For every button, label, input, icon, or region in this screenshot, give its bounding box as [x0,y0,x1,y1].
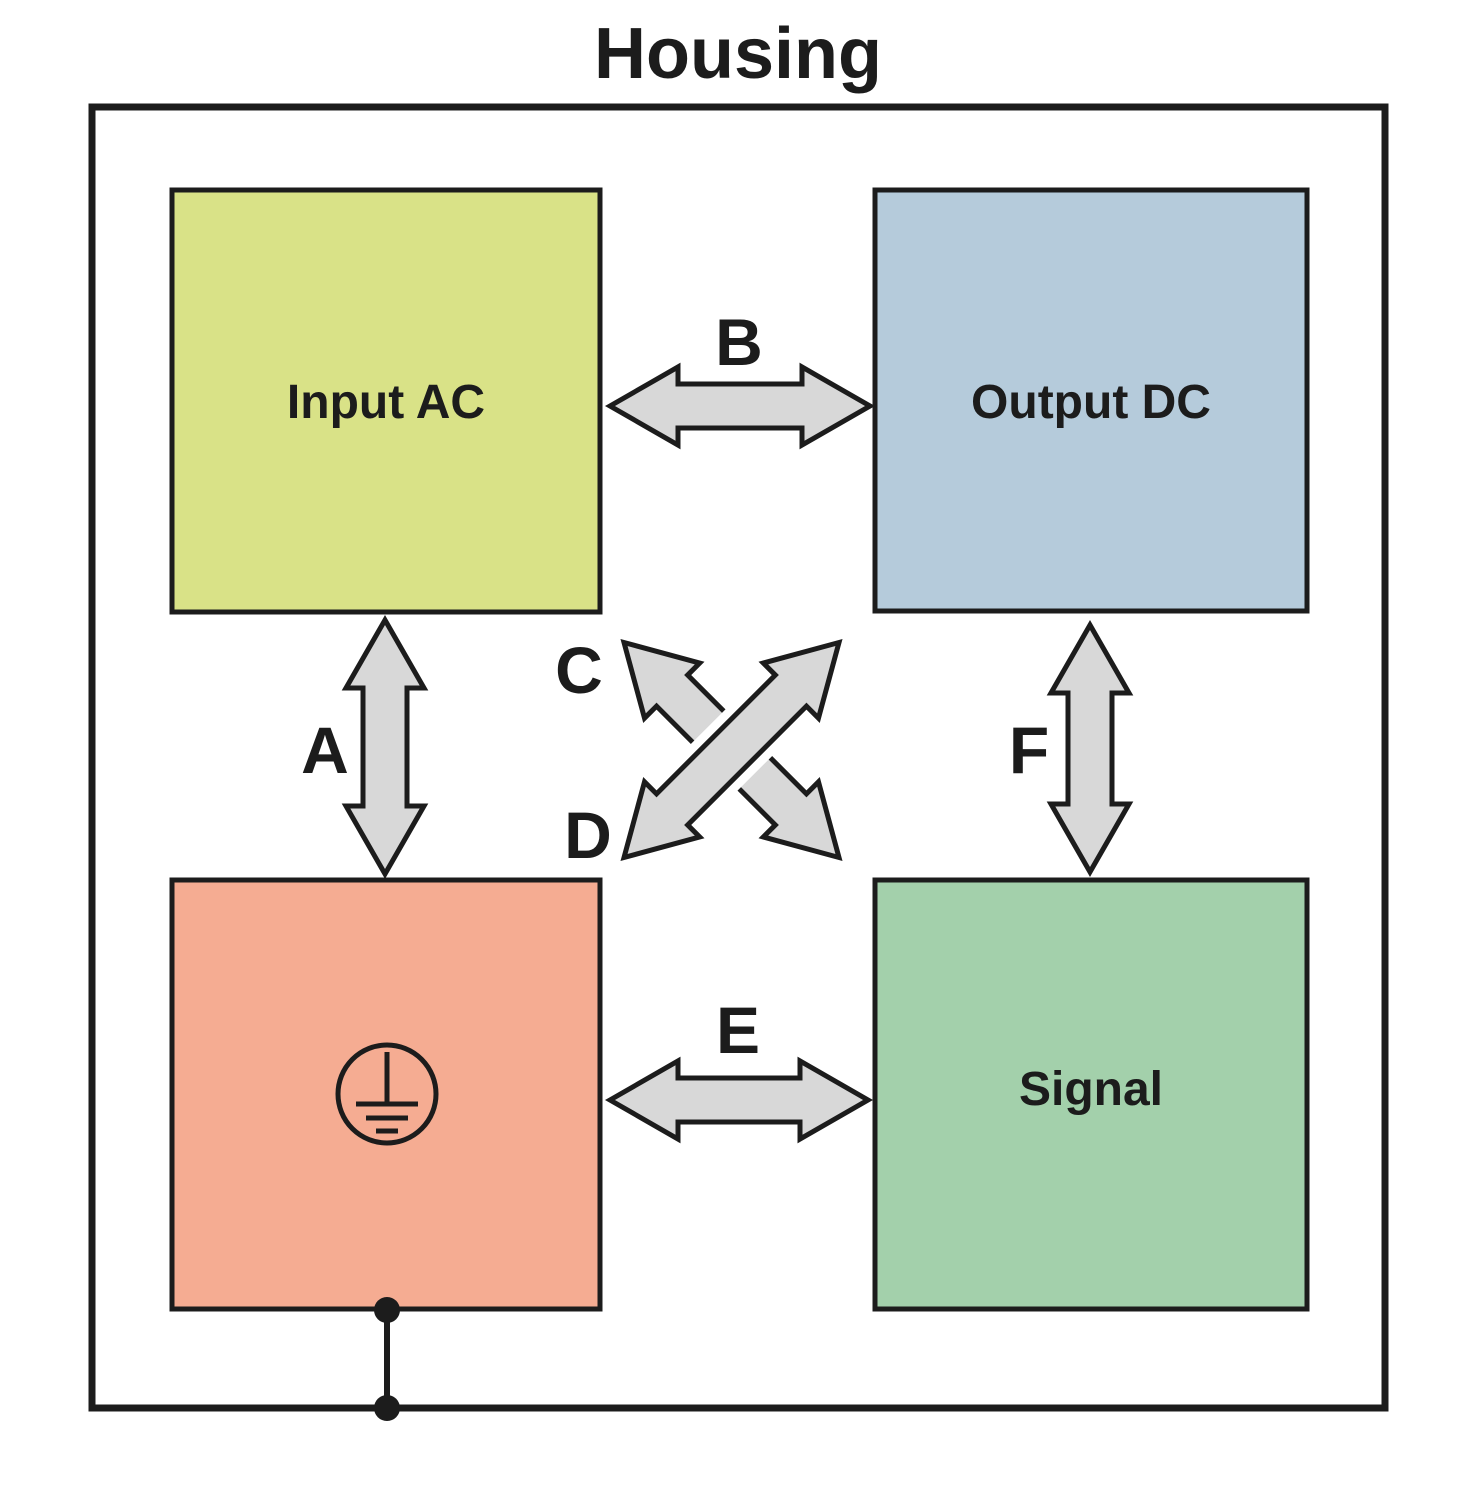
arrow-c-label: C [555,633,603,707]
output-dc-box [872,187,1310,614]
output-dc-label: Output DC [971,376,1211,429]
block-input-ac: Input AC [169,187,603,615]
block-signal: Signal [872,877,1310,1312]
input-ac-box [169,187,603,615]
protective-earth-icon [335,1042,439,1146]
signal-label: Signal [1019,1063,1163,1116]
block-output-dc: Output DC [872,187,1310,614]
crossed-arrows [608,626,855,874]
ground-dot-bottom [374,1395,400,1421]
arrow-f-label: F [1009,713,1049,787]
arrow-a [341,614,429,880]
arrow-b-label: B [715,305,763,379]
arrow-d-label: D [564,798,612,872]
arrow-f [1046,619,1134,878]
ground-dot-top [374,1297,400,1323]
ground-connection [374,1297,400,1421]
signal-box [872,877,1310,1312]
arrow-d [620,638,843,862]
diagram-title: Housing [594,14,882,94]
arrow-b [604,362,876,450]
arrow-a-label: A [301,713,349,787]
arrow-e [604,1056,874,1144]
housing-outline [88,103,1389,1412]
input-ac-label: Input AC [287,376,485,429]
arrow-e-label: E [716,993,760,1067]
block-protective-earth [169,877,603,1312]
